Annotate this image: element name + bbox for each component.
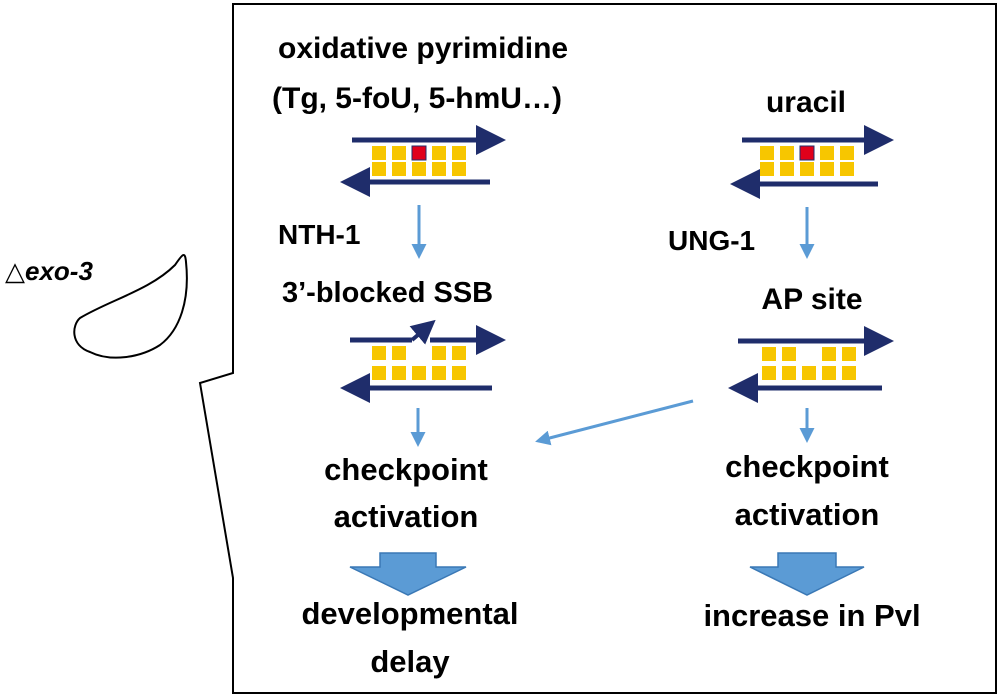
right-dna-lesion bbox=[730, 125, 894, 199]
left-outcome-line2: delay bbox=[370, 644, 450, 679]
left-dna-ssb bbox=[340, 319, 506, 403]
base bbox=[392, 162, 406, 176]
base bbox=[372, 366, 386, 380]
base bbox=[780, 162, 794, 176]
left-big-arrow bbox=[349, 552, 467, 596]
worm-outline bbox=[73, 254, 188, 359]
base bbox=[412, 366, 426, 380]
left-checkpoint-line1: checkpoint bbox=[324, 452, 488, 487]
base bbox=[780, 146, 794, 160]
right-checkpoint-line2: activation bbox=[735, 497, 880, 532]
base bbox=[842, 366, 856, 380]
right-big-arrow bbox=[749, 552, 865, 596]
base bbox=[392, 346, 406, 360]
right-dna-ap-site bbox=[728, 326, 894, 403]
base bbox=[452, 146, 466, 160]
delta-symbol: △ bbox=[5, 256, 25, 286]
base bbox=[802, 366, 816, 380]
base bbox=[782, 347, 796, 361]
base bbox=[392, 366, 406, 380]
base bbox=[432, 366, 446, 380]
base bbox=[820, 162, 834, 176]
right-outcome: increase in Pvl bbox=[703, 598, 920, 633]
base bbox=[782, 366, 796, 380]
left-dna-lesion bbox=[340, 125, 506, 197]
base bbox=[372, 162, 386, 176]
base bbox=[432, 346, 446, 360]
lesion-base bbox=[799, 145, 815, 161]
base bbox=[412, 162, 426, 176]
base bbox=[760, 146, 774, 160]
right-checkpoint-line1: checkpoint bbox=[725, 449, 889, 484]
base bbox=[432, 162, 446, 176]
base bbox=[820, 146, 834, 160]
base bbox=[822, 347, 836, 361]
base bbox=[372, 146, 386, 160]
base bbox=[762, 347, 776, 361]
left-lesion-subtitle: (Tg, 5-foU, 5-hmU…) bbox=[272, 82, 562, 115]
right-enzyme-label: UNG-1 bbox=[668, 225, 755, 256]
base bbox=[800, 162, 814, 176]
left-enzyme-label: NTH-1 bbox=[278, 219, 360, 250]
base bbox=[840, 146, 854, 160]
left-intermediate-label: 3’-blocked SSB bbox=[282, 277, 493, 309]
base bbox=[760, 162, 774, 176]
left-checkpoint-line2: activation bbox=[334, 499, 479, 534]
base bbox=[452, 346, 466, 360]
left-lesion-title: oxidative pyrimidine bbox=[278, 32, 568, 65]
cross-arrow bbox=[535, 399, 694, 446]
base bbox=[842, 347, 856, 361]
base bbox=[762, 366, 776, 380]
lesion-base bbox=[411, 145, 427, 161]
base bbox=[432, 146, 446, 160]
right-intermediate-label: AP site bbox=[761, 283, 862, 316]
base bbox=[452, 366, 466, 380]
blocked-end bbox=[409, 319, 436, 345]
base bbox=[392, 146, 406, 160]
base bbox=[372, 346, 386, 360]
base bbox=[452, 162, 466, 176]
base bbox=[840, 162, 854, 176]
base bbox=[822, 366, 836, 380]
worm-name: exo-3 bbox=[25, 256, 93, 286]
callout-frame bbox=[198, 3, 997, 694]
right-lesion-label: uracil bbox=[766, 86, 846, 119]
worm-label: △exo-3 bbox=[5, 256, 93, 286]
left-outcome-line1: developmental bbox=[301, 596, 518, 631]
